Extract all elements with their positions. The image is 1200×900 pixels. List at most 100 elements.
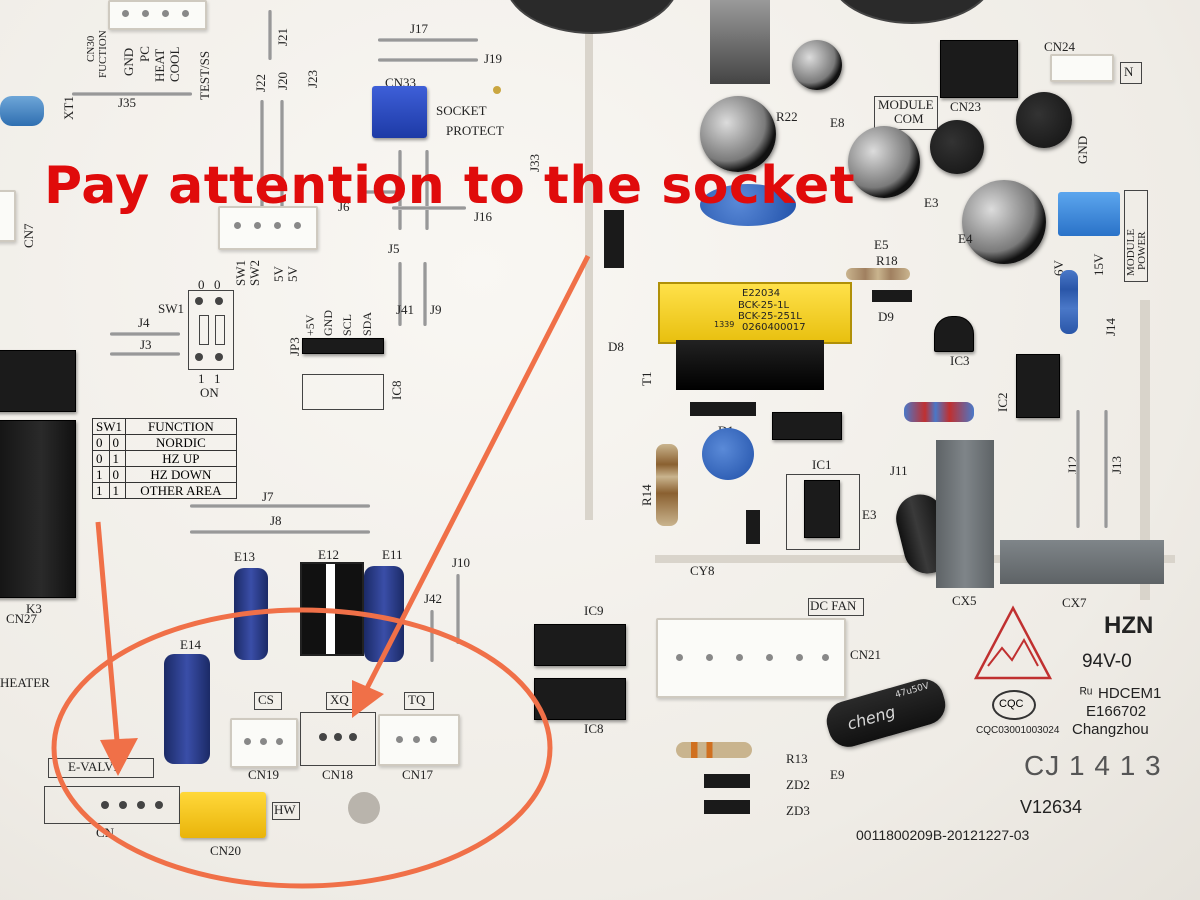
jumper-j19 <box>378 58 478 62</box>
socket-cn21 <box>656 618 846 698</box>
label-e5: E5 <box>874 237 889 252</box>
jumper-j6 <box>398 150 402 230</box>
resistor-blue-h <box>904 402 974 422</box>
label-e4: E4 <box>958 231 973 246</box>
jumper-j20 <box>280 100 284 220</box>
transformer-core <box>676 340 824 390</box>
jumper-j42 <box>430 610 434 662</box>
capacitor-ceramic-top <box>700 184 796 226</box>
label-j9: J9 <box>430 302 442 317</box>
label-heater: HEATER <box>0 675 50 690</box>
label-e-valve: E-VALVE <box>68 759 122 774</box>
label-n: N <box>1124 64 1134 79</box>
label-j5: J5 <box>388 241 400 256</box>
label-sw-0a: 0 <box>198 277 205 292</box>
socket-cn33 <box>372 86 427 138</box>
label-sw-1a: 1 <box>198 371 205 386</box>
cqc-logo-icon: CQC <box>992 690 1036 720</box>
pcb-trace <box>585 0 593 520</box>
capacitor <box>700 96 776 172</box>
label-e3b: E3 <box>862 507 877 522</box>
label-box-module-power <box>1124 190 1148 282</box>
jumper-j21 <box>268 10 272 60</box>
label-j7: J7 <box>262 489 274 504</box>
label-dc-fan: DC FAN <box>810 598 857 613</box>
label-box-hw <box>272 802 300 820</box>
label-box-n <box>1120 62 1142 84</box>
jumper-j4 <box>110 332 180 336</box>
label-socket: SOCKET <box>436 103 487 118</box>
table-header-function: FUNCTION <box>125 418 237 435</box>
socket-e-valve <box>44 786 180 824</box>
header-jp3 <box>302 338 384 354</box>
relay-k3 <box>0 420 76 598</box>
label-j3: J3 <box>140 337 152 352</box>
arrow-left-shaft <box>95 521 121 753</box>
label-part-no: 0011800209B-20121227-03 <box>856 827 1030 843</box>
label-cn17: CN17 <box>402 767 434 782</box>
jumper-j7 <box>190 504 370 508</box>
label-cqc: CQC <box>999 698 1024 710</box>
label-ic1: IC1 <box>812 457 832 472</box>
label-cn33: CN33 <box>385 75 417 90</box>
resistor-r14 <box>656 444 678 526</box>
socket-cn19 <box>230 718 298 768</box>
jumper-j9 <box>423 262 427 326</box>
label-box-cs <box>254 692 282 710</box>
header-ic9 <box>534 624 626 666</box>
label-j41: J41 <box>396 302 415 317</box>
footprint-ic8 <box>302 374 384 410</box>
label-sw-0b: 0 <box>214 277 221 292</box>
ic2 <box>1016 354 1060 418</box>
arrow-right-head-icon <box>352 680 384 718</box>
label-box-dc-fan <box>808 598 864 616</box>
resistor-blue <box>1060 270 1078 334</box>
label-e14: E14 <box>180 637 201 652</box>
label-cn19: CN19 <box>248 767 280 782</box>
diode-zd2 <box>704 774 750 788</box>
jumper-j16 <box>392 206 466 210</box>
label-e13: E13 <box>234 549 255 564</box>
xfmr-line3: BCK-25-251L <box>738 311 802 322</box>
regulator <box>710 0 770 84</box>
label-e166702: E166702 <box>1086 703 1147 720</box>
label-hw: HW <box>274 802 296 817</box>
label-r22: R22 <box>776 109 798 124</box>
connector-cn30 <box>108 0 207 30</box>
jumper-j35 <box>72 92 192 96</box>
label-cn24: CN24 <box>1044 39 1076 54</box>
socket-cn17 <box>378 714 460 766</box>
label-sw1-block: SW1 <box>158 301 184 316</box>
label-cn20: CN20 <box>210 843 242 858</box>
transformer-t1: E22034 BCK-25-1L BCK-25-251L 0260400017 … <box>658 282 852 344</box>
label-j42: J42 <box>424 591 443 606</box>
label-94v0: 94V-0 <box>1082 651 1132 672</box>
label-hdcem: HDCEM1 <box>1098 685 1162 702</box>
label-j19: J19 <box>484 51 503 66</box>
arrow-right-shaft <box>361 254 591 696</box>
connector-sw <box>218 206 318 250</box>
label-cn27: CN27 <box>6 611 38 626</box>
label-e11: E11 <box>382 547 403 562</box>
label-j35: J35 <box>118 95 137 110</box>
pcb-trace <box>1140 300 1150 600</box>
table-cell: HZ UP <box>125 450 237 467</box>
label-zd3: ZD3 <box>786 803 810 818</box>
x-capacitor-cx5 <box>936 440 994 588</box>
diode-d8 <box>604 210 624 268</box>
jumper-j13 <box>1104 410 1108 528</box>
socket-cn18 <box>300 712 376 766</box>
jumper <box>425 150 429 230</box>
label-ic3: IC3 <box>950 353 970 368</box>
jumper-j22 <box>260 100 264 220</box>
label-cj1413: CJ 1 4 1 3 <box>1024 750 1162 781</box>
diode <box>746 510 760 544</box>
capacitor-e8 <box>792 40 842 90</box>
jumper-j6-h <box>360 190 400 194</box>
label-sw-1b: 1 <box>214 371 221 386</box>
label-cx5: CX5 <box>952 593 977 608</box>
label-cqc-num: CQC03001003024 <box>976 725 1060 736</box>
resistor-r13 <box>676 742 752 758</box>
transistor <box>772 412 842 440</box>
table-row: 0 1 HZ UP <box>92 450 237 467</box>
